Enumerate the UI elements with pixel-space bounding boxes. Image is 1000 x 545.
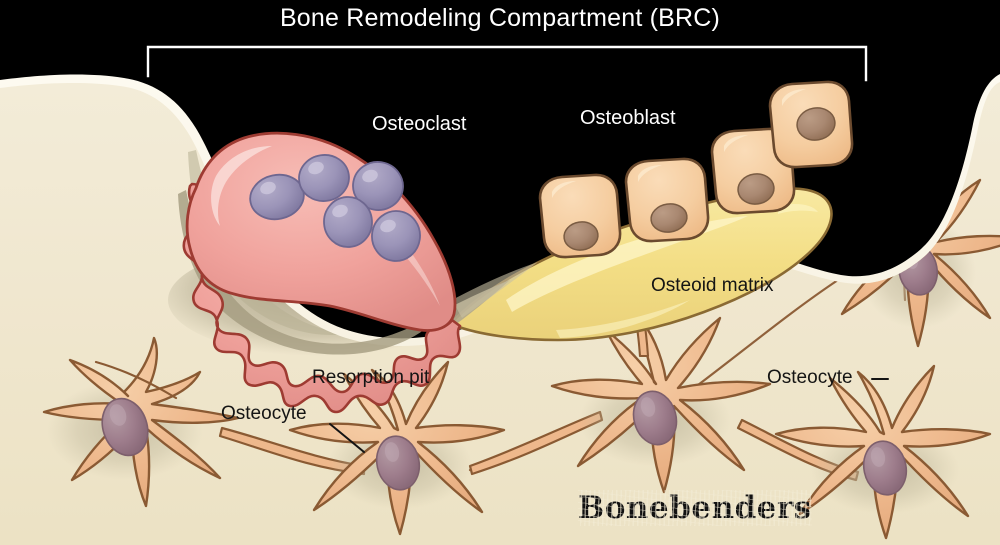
osteoblast-cell [538,173,622,259]
osteoblast-row [538,80,854,259]
brc-bracket [146,45,868,82]
osteoblast-cell [768,80,854,169]
watermark: Bonebenders [578,490,812,526]
osteoblast-cell [624,157,710,243]
osteocyte-cell [774,364,992,540]
osteoclast-cell [178,131,462,414]
osteocyte-cell [288,360,506,536]
watermark-text: Bonebenders [578,490,812,526]
osteocyte-cell [42,336,240,508]
osteocyte-cell [550,310,772,494]
leader-lines [329,378,889,453]
osteocyte-left-leader [329,423,365,453]
